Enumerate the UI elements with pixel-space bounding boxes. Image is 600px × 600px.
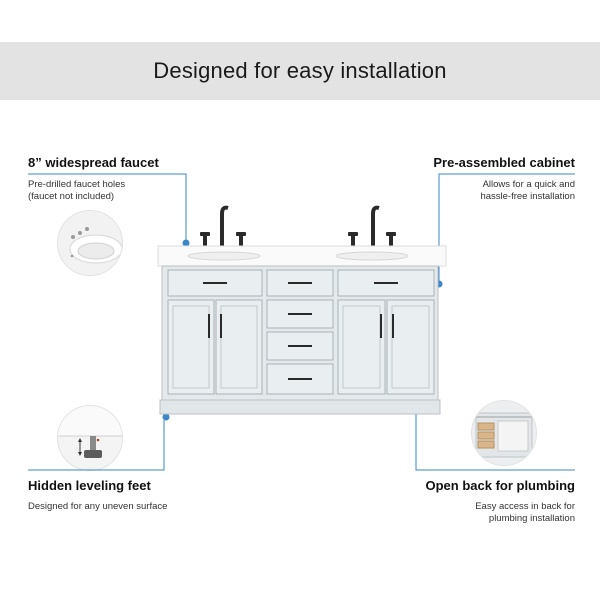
left-sink xyxy=(187,251,261,261)
cabinet-callout-desc: Allows for a quick and hassle-free insta… xyxy=(480,179,575,202)
right-faucet xyxy=(348,205,396,248)
faucet-callout-title: 8” widespread faucet xyxy=(28,155,159,170)
vanity-illustration xyxy=(157,205,447,415)
cabinet-callout-title: Pre-assembled cabinet xyxy=(433,155,575,170)
left-faucet xyxy=(200,205,246,248)
faucet-callout-desc: Pre-drilled faucet holes (faucet not inc… xyxy=(28,179,126,202)
plumbing-callout-desc: Easy access in back for plumbing install… xyxy=(475,501,575,524)
feet-callout-desc: Designed for any uneven surface xyxy=(28,501,168,512)
door-left-2 xyxy=(215,299,263,395)
right-sink xyxy=(335,251,409,261)
feet-callout-title: Hidden leveling feet xyxy=(28,478,151,493)
door-left-1 xyxy=(167,299,215,395)
door-right-2 xyxy=(386,299,435,395)
cabinet-back-icon xyxy=(471,400,537,466)
door-right-1 xyxy=(337,299,386,395)
header-banner: Designed for easy installation xyxy=(0,42,600,100)
plumbing-callout-title: Open back for plumbing xyxy=(425,478,575,493)
leveling-foot-icon xyxy=(57,405,123,471)
page-title: Designed for easy installation xyxy=(153,58,447,83)
sink-detail-icon xyxy=(57,210,123,276)
toe-kick xyxy=(159,399,441,415)
